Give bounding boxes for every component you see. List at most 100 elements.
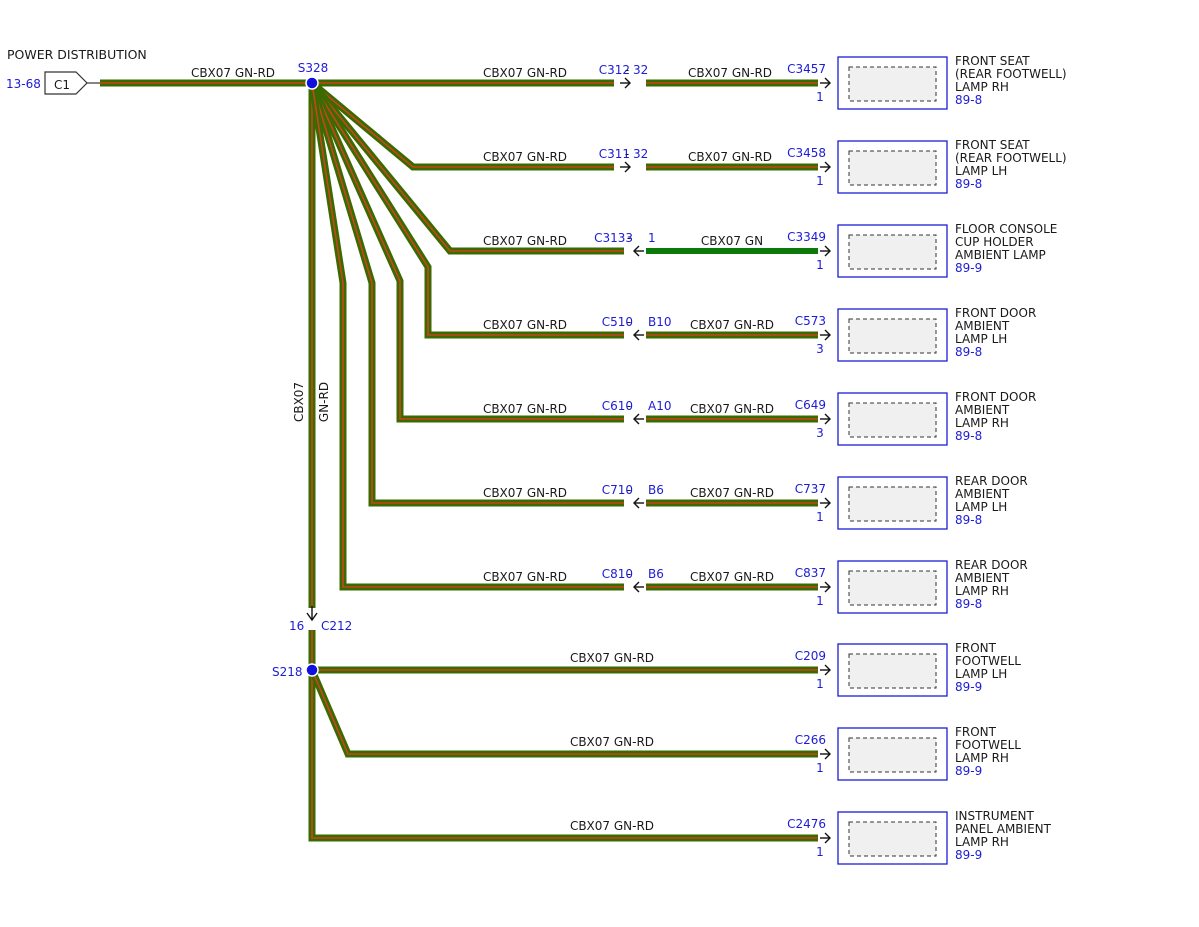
component-5-title-line: LAMP RH [955, 416, 1009, 430]
wire-branch-7-left-stripe [311, 82, 624, 588]
component-1-connector: C3457 [787, 62, 826, 76]
component-body-1 [848, 66, 937, 102]
component-10-ref: 89-9 [955, 848, 982, 862]
branch-3-inline-pin: 1 [648, 231, 656, 245]
branch-6-left-wire-label: CBX07 GN-RD [483, 486, 567, 500]
component-body-8 [848, 653, 937, 689]
component-2-title-line: (REAR FOOTWELL) [955, 151, 1067, 165]
branch-7-inline-dash: - [627, 567, 631, 581]
component-9-pin: 1 [816, 761, 824, 775]
component-1-title-line: LAMP RH [955, 80, 1009, 94]
component-9-title-line: FOOTWELL [955, 738, 1021, 752]
branch-2-right-wire-label: CBX07 GN-RD [688, 150, 772, 164]
branch-1-right-wire-label: CBX07 GN-RD [688, 66, 772, 80]
branch-7-left-wire-label: CBX07 GN-RD [483, 570, 567, 584]
branch-4-right-wire-label: CBX07 GN-RD [690, 318, 774, 332]
component-body-2 [848, 150, 937, 186]
wire-branch-5-left-stripe [311, 82, 624, 420]
component-4-title-line: FRONT DOOR [955, 306, 1036, 320]
branch-3-left-wire-label: CBX07 GN-RD [483, 234, 567, 248]
component-5-connector: C649 [795, 398, 826, 412]
branch-2-inline-dash: - [625, 147, 629, 161]
component-2-ref: 89-8 [955, 177, 982, 191]
branch-3-inline-dash: - [627, 231, 631, 245]
wire-branch-9-stripe [311, 669, 818, 755]
component-6-ref: 89-8 [955, 513, 982, 527]
component-5-title-line: FRONT DOOR [955, 390, 1036, 404]
trunk-wire-color-label: GN-RD [317, 382, 331, 422]
branch-7-right-wire-label: CBX07 GN-RD [690, 570, 774, 584]
component-body-5 [848, 402, 937, 438]
component-5-pin: 3 [816, 426, 824, 440]
component-4-ref: 89-8 [955, 345, 982, 359]
wire-branch-2-left-stripe [311, 82, 614, 168]
branch-1-inline-connector: C312 [599, 63, 630, 77]
wires-layer [100, 79, 818, 842]
branch-9-wire-label: CBX07 GN-RD [570, 735, 654, 749]
branch-10-wire-label: CBX07 GN-RD [570, 819, 654, 833]
component-8-pin: 1 [816, 677, 824, 691]
component-2-connector: C3458 [787, 146, 826, 160]
branch-5-inline-dash: - [627, 399, 631, 413]
component-6-connector: C737 [795, 482, 826, 496]
component-4-title-line: AMBIENT [955, 319, 1010, 333]
c212-connector-label: C212 [321, 619, 352, 633]
component-7-ref: 89-8 [955, 597, 982, 611]
branch-3-right-wire-label: CBX07 GN [701, 234, 763, 248]
component-9-ref: 89-9 [955, 764, 982, 778]
component-1-pin: 1 [816, 90, 824, 104]
component-3-title-line: CUP HOLDER [955, 235, 1034, 249]
component-1-title-line: (REAR FOOTWELL) [955, 67, 1067, 81]
branch-6-right-wire-label: CBX07 GN-RD [690, 486, 774, 500]
branch-6-inline-pin: B6 [648, 483, 664, 497]
branch-1-left-wire-label: CBX07 GN-RD [483, 66, 567, 80]
component-7-connector: C837 [795, 566, 826, 580]
component-7-pin: 1 [816, 594, 824, 608]
branch-5-inline-pin: A10 [648, 399, 671, 413]
splice-s328-dot [305, 76, 319, 90]
component-3-ref: 89-9 [955, 261, 982, 275]
component-1-title-line: FRONT SEAT [955, 54, 1030, 68]
source-ref[interactable]: 13-68 [6, 77, 41, 91]
splice-s218-dot [305, 663, 319, 677]
branch-1-inline-pin: 32 [633, 63, 648, 77]
labels-layer: POWER DISTRIBUTION 13-68 C1 CBX07 GN-RD … [6, 47, 1067, 862]
component-5-title-line: AMBIENT [955, 403, 1010, 417]
splice-s218-label: S218 [272, 665, 303, 679]
c212-pin-label: 16 [289, 619, 304, 633]
branch-2-inline-pin: 32 [633, 147, 648, 161]
wire-trunk-lower-stripe [311, 630, 818, 839]
wire-branch-6-left [308, 81, 624, 507]
component-2-title-line: LAMP LH [955, 164, 1007, 178]
component-10-title-line: INSTRUMENT [955, 809, 1034, 823]
diagram-title: POWER DISTRIBUTION [7, 47, 147, 62]
component-7-title-line: LAMP RH [955, 584, 1009, 598]
branch-7-inline-pin: B6 [648, 567, 664, 581]
component-3-pin: 1 [816, 258, 824, 272]
component-3-connector: C3349 [787, 230, 826, 244]
wire-branch-4-left-stripe [311, 82, 624, 336]
wire-branch-3-left-stripe [311, 82, 624, 252]
trunk-wire-code-label: CBX07 [292, 382, 306, 422]
component-2-title-line: FRONT SEAT [955, 138, 1030, 152]
branch-4-inline-dash: - [627, 315, 631, 329]
branch-5-left-wire-label: CBX07 GN-RD [483, 402, 567, 416]
component-3-title-line: FLOOR CONSOLE [955, 222, 1057, 236]
component-6-pin: 1 [816, 510, 824, 524]
component-body-3 [848, 234, 937, 270]
component-7-title-line: REAR DOOR [955, 558, 1028, 572]
component-10-title-line: LAMP RH [955, 835, 1009, 849]
wire-branch-9 [308, 668, 818, 758]
component-body-4 [848, 318, 937, 354]
wire-branch-6-left-stripe [311, 82, 624, 504]
source-connector-shape [44, 71, 88, 95]
wire-trunk-lower [308, 630, 818, 842]
component-body-9 [848, 737, 937, 773]
branch-4-left-wire-label: CBX07 GN-RD [483, 318, 567, 332]
component-body-7 [848, 570, 937, 606]
component-10-pin: 1 [816, 845, 824, 859]
component-body-10 [848, 821, 937, 857]
component-7-title-line: AMBIENT [955, 571, 1010, 585]
branch-5-right-wire-label: CBX07 GN-RD [690, 402, 774, 416]
